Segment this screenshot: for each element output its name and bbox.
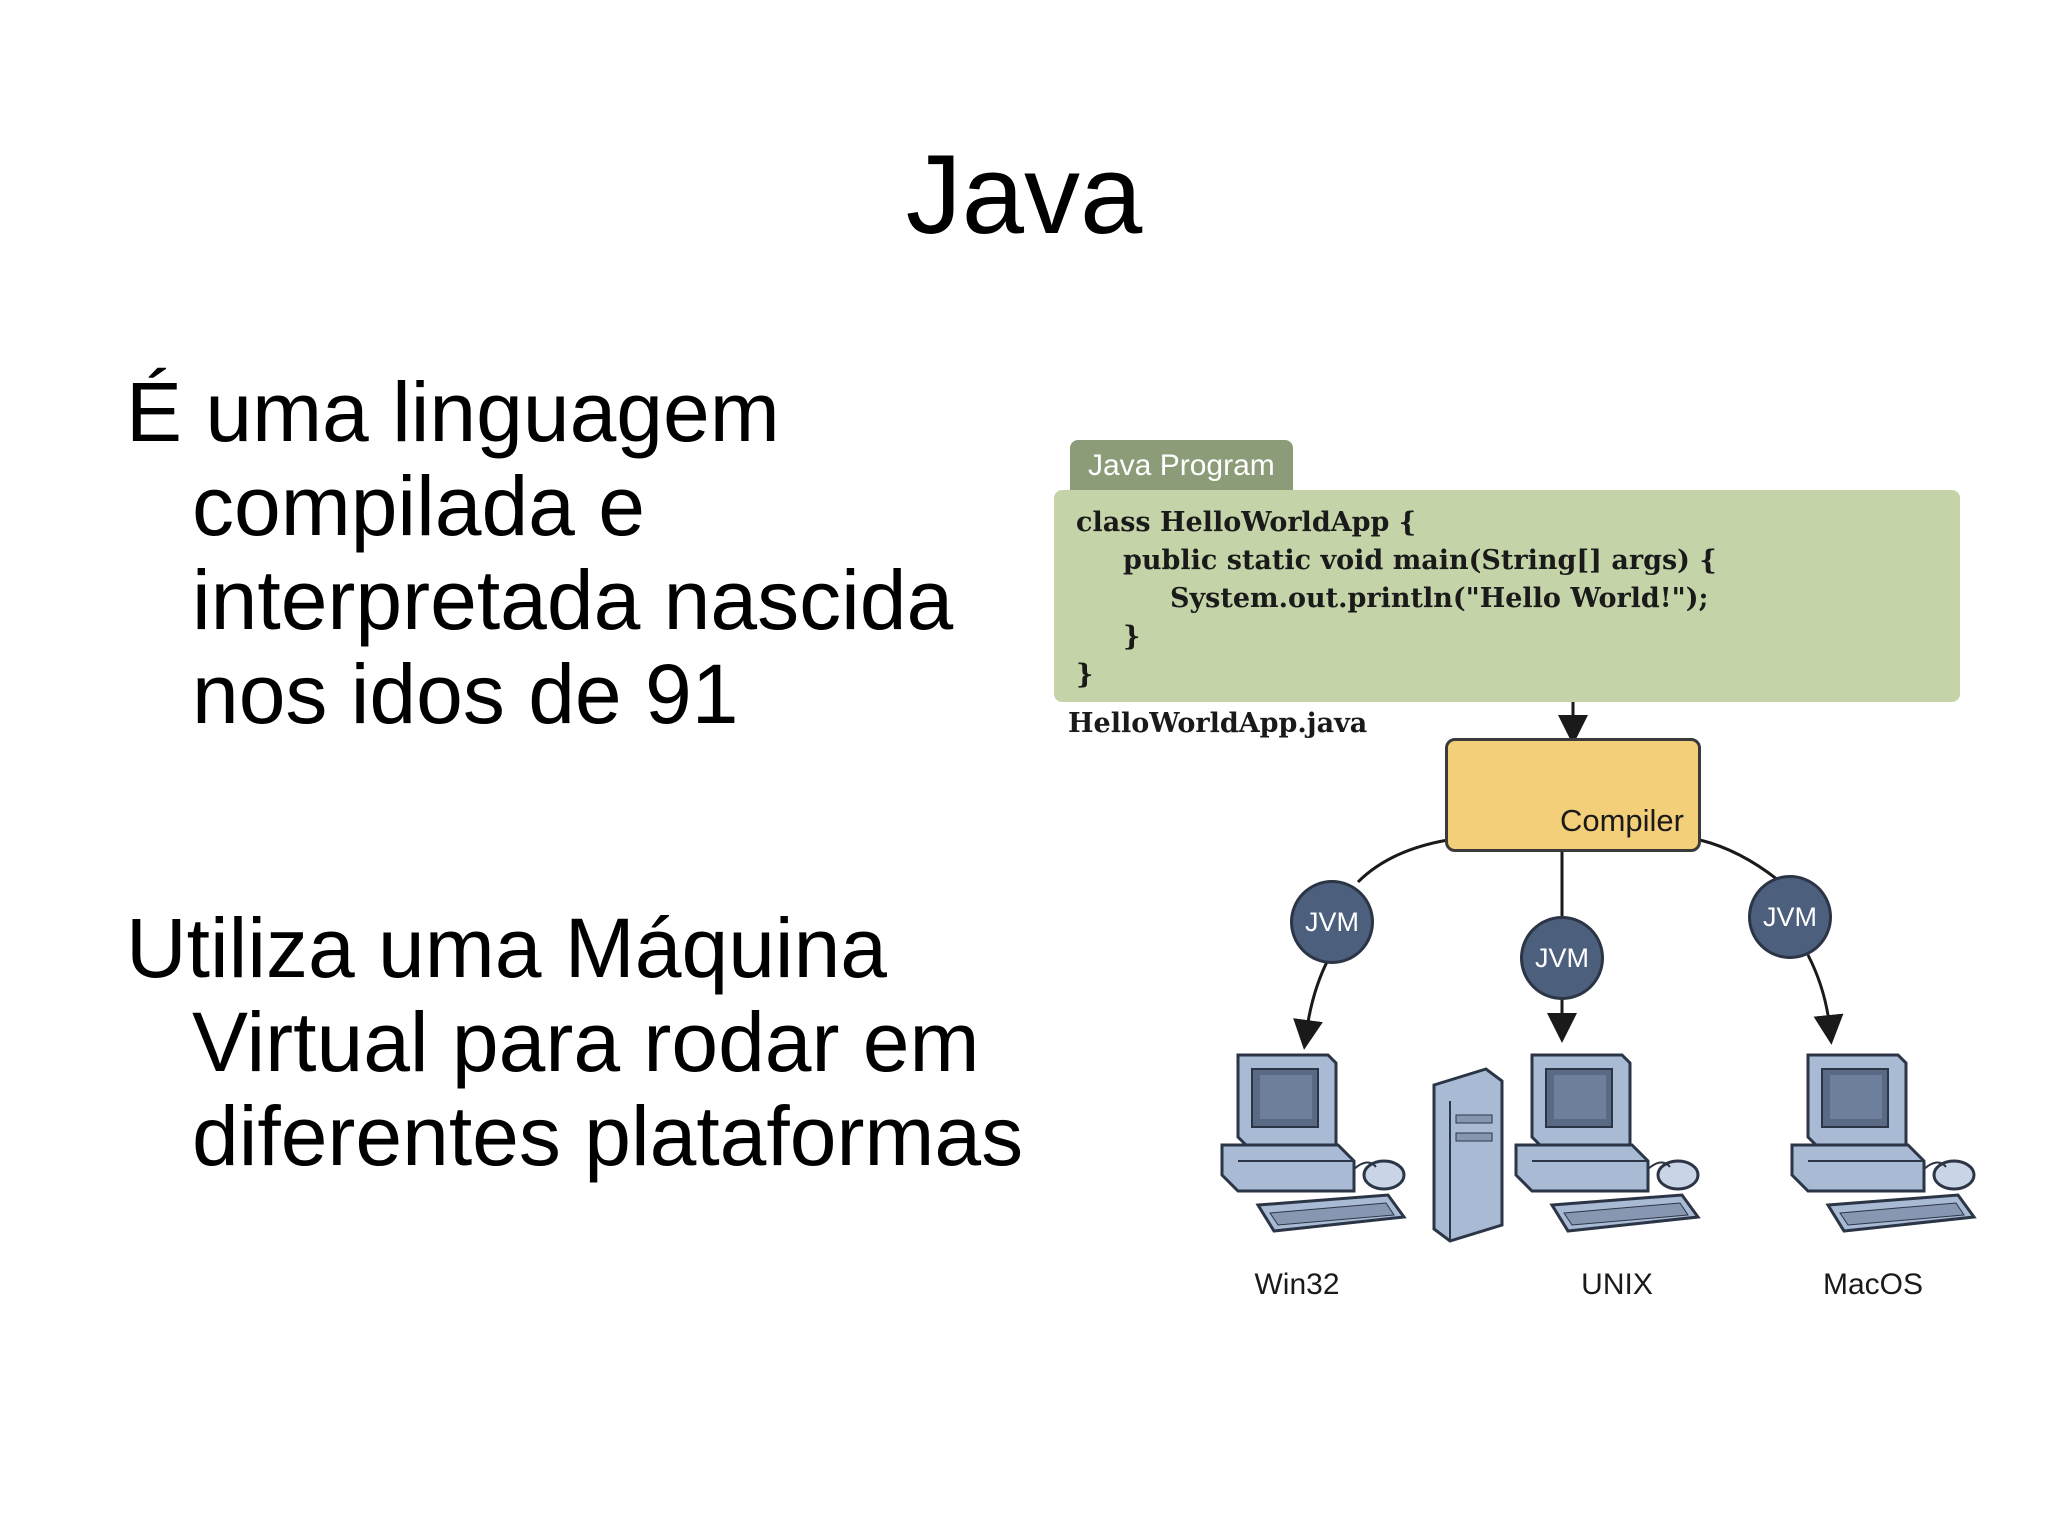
code-line: System.out.println("Hello World!");	[1076, 583, 1709, 614]
computer-icon-macos	[1790, 1053, 1976, 1233]
code-line: }	[1076, 621, 1141, 652]
code-line: class HelloWorldApp {	[1076, 507, 1417, 538]
source-filename: HelloWorldApp.java	[1068, 708, 1368, 739]
slide-title: Java	[905, 132, 1143, 257]
platform-label-win32: Win32	[1254, 1268, 1340, 1301]
platform-label-unix: UNIX	[1581, 1268, 1653, 1301]
code-line: }	[1076, 659, 1094, 690]
java-program-tab: Java Program	[1070, 440, 1293, 492]
code-line: public static void main(String[] args) {	[1076, 545, 1717, 576]
jvm-badge-unix: JVM	[1520, 916, 1604, 1000]
computer-icon-unix	[1432, 1053, 1700, 1243]
compiler-box: Compiler	[1445, 738, 1701, 852]
computer-icon-win32	[1220, 1053, 1406, 1233]
code-block: class HelloWorldApp { public static void…	[1054, 490, 1960, 702]
platform-label-macos: MacOS	[1822, 1268, 1924, 1301]
jvm-badge-macos: JVM	[1748, 875, 1832, 959]
jvm-badge-win32: JVM	[1290, 880, 1374, 964]
compiler-label: Compiler	[1559, 803, 1684, 838]
bullet-item: Utiliza uma Máquina Virtual para rodar e…	[126, 901, 1024, 1183]
bullet-item: É uma linguagem compilada e interpretada…	[126, 365, 954, 741]
java-compilation-diagram: Java Program class HelloWorldApp { publi…	[1040, 430, 1980, 1330]
bullet-list: É uma linguagem compilada e interpretada…	[126, 365, 1026, 1183]
